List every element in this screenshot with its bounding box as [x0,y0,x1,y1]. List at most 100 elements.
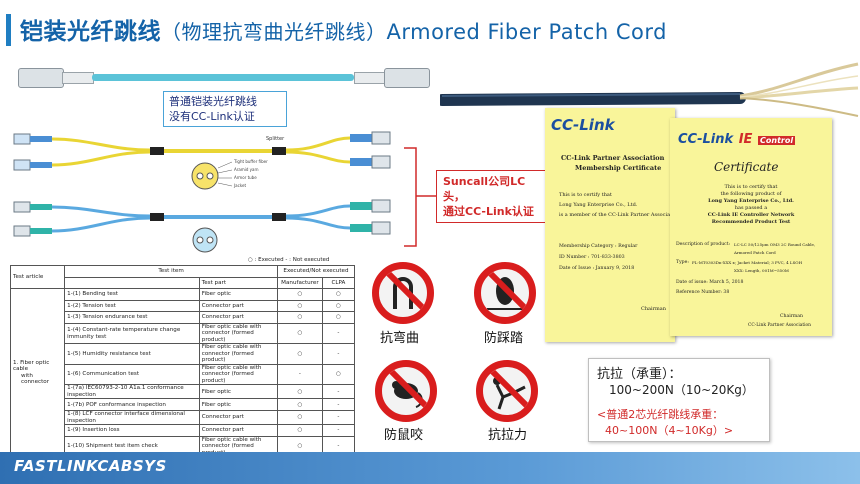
partner-chairman: Chairman [641,306,666,312]
test-table: Test article Test item Executed/Not exec… [9,264,356,458]
header-item-blank [64,276,200,290]
title-en: Armored Fiber Patch Cord [386,20,667,44]
article-line1: 1. Fiber optic cable [13,359,50,373]
red-bracket [404,147,436,247]
suncall-note-line2: 通过CC-Link认证 [443,205,534,218]
right-lc-connector [384,68,430,88]
header-executed: Executed/Not executed [276,265,356,278]
cross-section-label-2: Aramid yarn [234,167,259,172]
anti-trample-label: 防踩踏 [484,331,524,346]
row-mfr: ○ [276,288,323,301]
ie-line3: Long Yang Enterprise Co., Ltd. [708,198,794,204]
row-part: Fiber optic cable with connector (formed… [198,363,278,386]
row-item: 1-(1) Bending test [64,288,200,301]
partner-category: Membership Category : Regular [559,244,638,249]
row-clpa: ○ [321,311,356,324]
anti-rodent-label: 防鼠咬 [384,428,424,443]
partner-date: Date of Issue : January 9, 2018 [559,266,635,271]
table-header-row-1: Test article Test item Executed/Not exec… [9,264,356,290]
ie-date: Date of issue: March 5, 2018 [676,280,744,285]
row-mfr: ○ [276,311,323,324]
row-mfr: ○ [276,343,323,365]
left-boot [62,72,94,84]
header-test-article: Test article [9,264,66,290]
cc-link-logo: CC-Link [551,116,615,134]
ie-org: CC-Link Partner Association [748,323,812,328]
ie-type-val2: XXX: Length, 001M~550M [734,268,789,273]
row-item: 1-(7a) IEC60793-2-10 A1a.1 conformance i… [64,384,200,400]
row-clpa: - [321,398,356,412]
partner-id: ID Number : 701-833-3803 [559,255,625,260]
row-clpa: - [321,410,356,426]
left-lc-connector [18,68,64,88]
normal-note-line2: 没有CC-Link认证 [169,110,255,123]
anti-rodent-icon [375,360,437,422]
table-row: 1-(4) Constant-rate temperature change i… [11,322,356,345]
anti-trample-icon [474,262,536,324]
blue-breakout-diagram [13,199,391,253]
tensile-label: 抗拉力 [488,428,528,443]
header-test-item: Test item [64,265,278,278]
ie-type-val1: FL-MT0303Dn-XXX x; Jacket Material; 3 PV… [692,260,803,265]
ie-chairman: Chairman [780,314,803,319]
suncall-note-line1: Suncall公司LC头， [443,175,526,203]
row-part: Connector part [198,299,278,313]
ie-desc-val2: Armored Patch Cord [734,250,776,255]
partner-heading2: Membership Certificate [575,164,662,172]
title-sub-cn: （物理抗弯曲光纤跳线） [161,20,387,44]
table-legend: ○ : Executed - : Not executed [248,257,330,263]
row-clpa: ○ [321,299,356,313]
row-item: 1-(6) Communication test [64,363,200,386]
suncall-note: Suncall公司LC头， 通过CC-Link认证 [436,170,554,223]
tensile-line2: 100~200N（10~20Kg） [609,383,754,397]
normal-note-line1: 普通铠装光纤跳线 [169,95,257,108]
cc-link-ie-logo: CC-Link IE Control [678,128,796,147]
row-clpa: - [321,343,356,365]
row-mfr: - [276,363,323,386]
row-clpa: ○ [321,288,356,301]
tensile-icon [476,360,538,422]
anti-bend-label: 抗弯曲 [380,331,420,346]
ie-line5: CC-Link IE Controller Network [707,212,795,218]
row-item: 1-(3) Tension endurance test [64,311,200,324]
partner-heading1: CC-Link Partner Association [561,154,665,162]
row-mfr: ○ [276,410,323,426]
cross-section-label-3: Armor tube [234,175,257,180]
ie-line2: the following product of [720,191,782,197]
ie-line1: This is to certify that [724,184,778,190]
right-boot [354,72,386,84]
row-part: Fiber optic [198,398,278,412]
partner-line3: is a member of the CC-Link Partner Assoc… [559,212,680,218]
row-clpa: - [321,322,356,345]
normal-patch-cord-illustration [18,60,430,96]
row-mfr: ○ [276,322,323,345]
row-part: Fiber optic cable with connector (formed… [198,343,278,365]
row-item: 1-(5) Humidity resistance test [64,343,200,365]
ie-heading: Certificate [714,160,779,174]
row-part: Fiber optic [198,384,278,400]
article-line2: with connector [21,372,50,386]
row-item: 1-(7b) POF conformance inspection [64,398,200,412]
tensile-info-box: 抗拉（承重）： 100~200N（10~20Kg） <普通2芯光纤跳线承重： 4… [588,358,770,442]
partner-line2: Long Yang Enterprise Co., Ltd. [559,202,638,208]
cc-link-membership-certificate: CC-Link CC-Link Partner Association Memb… [545,108,680,342]
splitter-label-top: Splitter [266,136,285,142]
row-part: Fiber optic [198,288,278,301]
header-manufacturer: Manufacturer [276,276,323,290]
row-item: 1-(2) Tension test [64,299,200,313]
cross-section-label-1: Tight buffer fiber [234,159,268,164]
normal-cord-note: 普通铠装光纤跳线 没有CC-Link认证 [163,91,287,127]
partner-line1: This is to certify that [559,192,612,198]
footer-bar [0,452,860,484]
ie-line6: Recommended Product Test [711,219,791,225]
page-title: 铠装光纤跳线（物理抗弯曲光纤跳线）Armored Fiber Patch Cor… [20,12,667,46]
ie-logo-a: CC-Link [678,132,734,147]
row-part: Connector part [198,424,278,437]
ie-ref: Reference Number: 38 [676,290,730,295]
row-clpa: - [321,424,356,437]
